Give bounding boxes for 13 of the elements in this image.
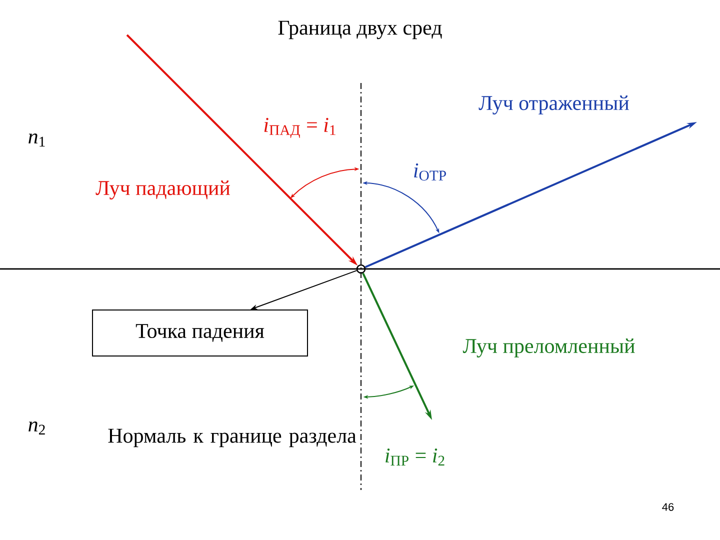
page-number: 46 (662, 503, 674, 511)
normal-label: Нормаль к границе раздела (108, 428, 356, 448)
incidence-point (356, 264, 366, 274)
title: Граница двух сред (278, 20, 442, 40)
text-box: Точка падения (92, 309, 308, 356)
angle-label: i$_{ПР}$ = i$_{2}$ (386, 448, 444, 466)
medium-label: n$_{2}$ (28, 421, 45, 434)
ray-label: Луч преломленный (462, 338, 635, 358)
ray-label: Луч падающий (96, 180, 230, 200)
angle-label: i$_{ПАД}$ = i$_{1}$ (264, 118, 336, 138)
angle-label: i$_{ОТР}$ (414, 163, 446, 181)
ray-label: Луч отраженный (478, 96, 629, 114)
medium-label: n$_{1}$ (28, 133, 45, 146)
